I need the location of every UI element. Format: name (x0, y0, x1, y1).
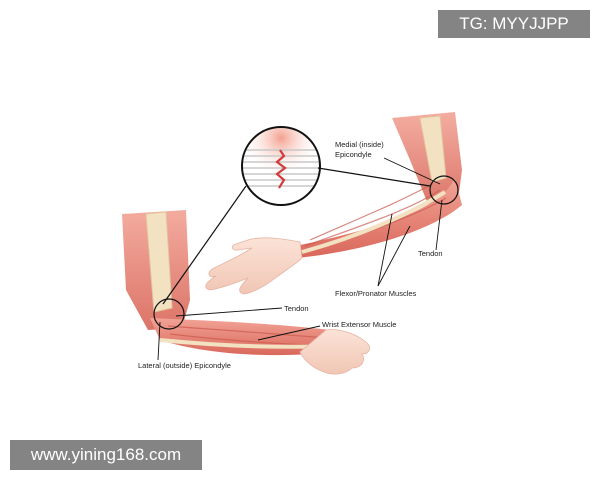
right-arm-illustration (205, 112, 462, 295)
label-tendon-right: Tendon (418, 249, 443, 258)
right-forearm-bone (301, 190, 447, 254)
watermark-bottom-left: www.yining168.com (10, 440, 202, 470)
left-humerus (145, 211, 173, 313)
label-wrist-extensor: Wrist Extensor Muscle (322, 320, 396, 329)
right-forearm (296, 178, 462, 258)
zoom-connector-left (162, 185, 247, 305)
medial-epicondyle-circle (429, 175, 459, 205)
label-medial-line1: Medial (inside) (335, 140, 384, 149)
label-medial-line2: Epicondyle (335, 150, 372, 159)
watermark-top-right: TG: MYYJJPP (438, 10, 590, 38)
right-humerus (419, 115, 447, 183)
right-open-hand (205, 237, 303, 295)
zoom-connector-right (317, 167, 431, 187)
label-lateral: Lateral (outside) Epicondyle (138, 361, 231, 370)
leader-wrist-extensor (257, 325, 321, 341)
tendon-tear-mark (275, 149, 287, 189)
left-closed-hand (299, 329, 370, 375)
leader-lateral (157, 321, 161, 361)
leader-medial (383, 157, 441, 185)
label-tendon-left: Tendon (284, 304, 309, 313)
tendon-zoom-inset (241, 126, 321, 206)
left-arm-illustration (122, 210, 370, 375)
label-flexor: Flexor/Pronator Muscles (335, 289, 417, 298)
leader-flexor-1 (377, 213, 393, 287)
leader-flexor-2 (377, 225, 411, 287)
lateral-epicondyle-circle (153, 298, 185, 330)
leader-tendon-left (175, 307, 283, 317)
leader-tendon-right (435, 199, 443, 251)
